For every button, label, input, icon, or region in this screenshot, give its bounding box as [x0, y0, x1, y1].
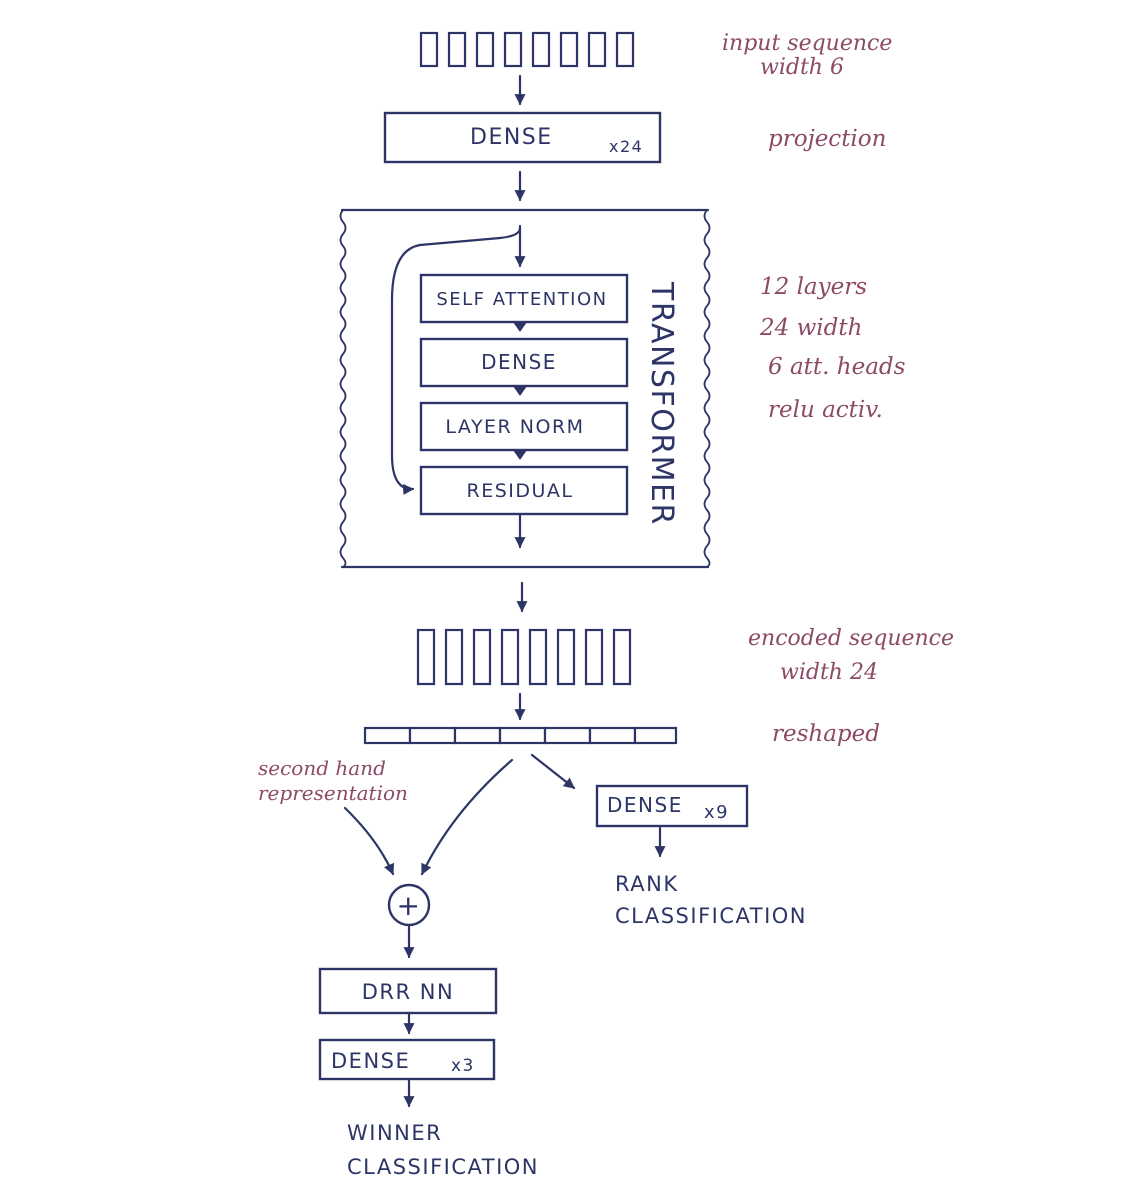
reshaped-vector [363, 726, 678, 745]
combine-node [387, 883, 431, 927]
reshaped-note: reshaped [772, 721, 880, 747]
encoded-width-label: width 24 [780, 660, 878, 685]
arrow-second-hand-to-combine [343, 806, 395, 876]
reshaped-segment [633, 726, 678, 745]
second-hand-label-line1: second hand [258, 756, 386, 780]
projection-note: projection [768, 126, 886, 152]
rank-output-line2: CLASSIFICATION [615, 904, 807, 928]
input-token [503, 31, 523, 68]
input-token [531, 31, 551, 68]
encoded-token [528, 628, 548, 686]
rank-dense-multiplier: x9 [704, 802, 729, 823]
encoded-sequence [416, 628, 632, 686]
reshaped-segment [498, 726, 547, 745]
layer-self-attention-label: SELF ATTENTION [436, 289, 607, 310]
encoded-token [556, 628, 576, 686]
transformer-right-edge [703, 209, 711, 568]
projection-dense-label: DENSE [470, 125, 553, 150]
layer-residual-box [419, 465, 629, 516]
input-width-label: width 6 [760, 55, 844, 80]
projection-dense-box [383, 111, 662, 164]
transformer-note-width: 24 width [759, 315, 862, 341]
encoded-token [472, 628, 492, 686]
drr-nn-label: DRR NN [362, 980, 454, 1004]
transformer-note-activation: relu activ. [768, 397, 883, 423]
encoded-token [612, 628, 632, 686]
winner-dense-box [318, 1038, 496, 1081]
arrow-head-norm-to-residual [513, 450, 527, 460]
reshaped-segment [588, 726, 637, 745]
second-hand-label-line2: representation [258, 781, 408, 805]
winner-output-line1: WINNER [347, 1121, 442, 1145]
combine-symbol: + [397, 889, 422, 922]
layer-dense-label: DENSE [481, 350, 557, 374]
residual-skip-arrow [390, 226, 522, 495]
arrow-reshaped-to-combine [420, 758, 514, 876]
input-sequence [419, 31, 635, 68]
layer-norm-box [419, 401, 629, 452]
layer-dense-box [419, 337, 629, 388]
transformer-left-edge [339, 209, 347, 568]
input-token [559, 31, 579, 68]
winner-dense-label: DENSE [331, 1049, 410, 1073]
transformer-note-layers: 12 layers [760, 274, 867, 300]
transformer-block [339, 208, 711, 569]
rank-dense-box [595, 784, 749, 828]
transformer-title: TRANSFORMER [644, 281, 679, 526]
reshaped-segment [453, 726, 502, 745]
reshaped-segment [543, 726, 592, 745]
reshaped-segment [408, 726, 457, 745]
drr-nn-box [318, 967, 498, 1015]
reshaped-segment [363, 726, 412, 745]
rank-dense-label: DENSE [607, 793, 683, 817]
input-token [615, 31, 635, 68]
encoded-token [500, 628, 520, 686]
projection-multiplier: x24 [609, 137, 643, 156]
input-token [587, 31, 607, 68]
winner-output-line2: CLASSIFICATION [347, 1155, 539, 1179]
encoded-token [584, 628, 604, 686]
arrow-head-attention-to-dense [513, 322, 527, 332]
layer-norm-label: LAYER NORM [445, 416, 584, 438]
transformer-note-heads: 6 att. heads [768, 354, 906, 380]
arrow-reshaped-to-rank-dense [530, 753, 576, 790]
encoded-sequence-label: encoded sequence [748, 626, 954, 651]
encoded-token [416, 628, 436, 686]
rank-output-line1: RANK [615, 872, 679, 896]
input-token [475, 31, 495, 68]
input-token [447, 31, 467, 68]
encoded-token [444, 628, 464, 686]
winner-dense-multiplier: x3 [451, 1056, 475, 1076]
input-sequence-label: input sequence [722, 31, 892, 56]
arrow-head-dense-to-norm [513, 386, 527, 396]
input-token [419, 31, 439, 68]
layer-residual-label: RESIDUAL [467, 480, 574, 502]
